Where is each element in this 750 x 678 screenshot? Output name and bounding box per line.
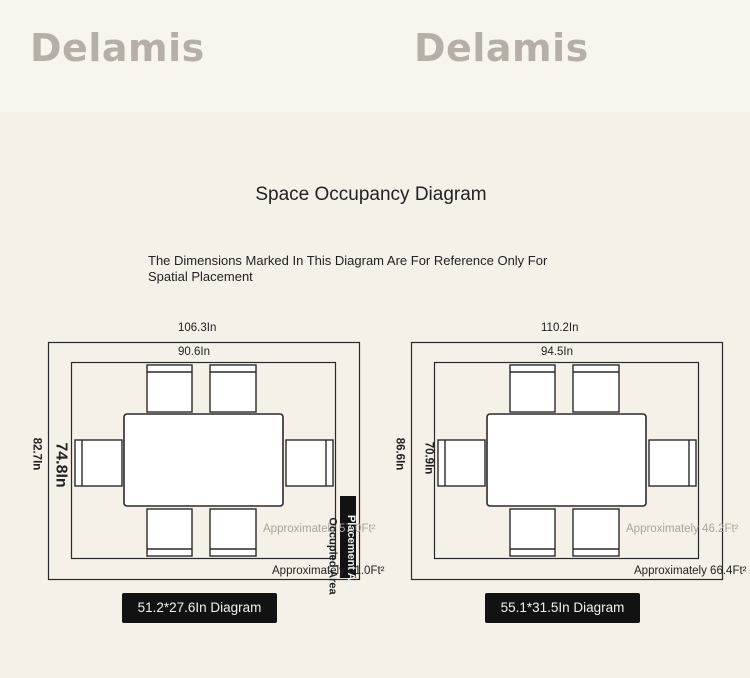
- chair-top-2: [572, 364, 620, 413]
- inner-boundary: [433, 361, 700, 560]
- header-band: [0, 0, 750, 112]
- chair-bottom-2: [209, 508, 257, 557]
- outer-area-label: Approximately 61.0Ft²: [272, 565, 385, 577]
- reference-note: The Dimensions Marked In This Diagram Ar…: [148, 253, 548, 284]
- chair-top-1: [509, 364, 556, 413]
- inner-area-label: Approximately 46.2Ft²: [626, 523, 739, 535]
- legend-swatches: [340, 496, 356, 578]
- chair-bottom-2: [572, 508, 620, 557]
- chair-left: [437, 439, 486, 487]
- outer-width-label: 110.2In: [541, 322, 579, 334]
- chair-right: [285, 439, 334, 487]
- outer-area-label: Approximately 66.4Ft²: [634, 565, 747, 577]
- outer-boundary: [410, 341, 724, 581]
- table-size-badge: 51.2*27.6In Diagram: [122, 593, 277, 623]
- dining-table: [123, 413, 284, 507]
- chair-bottom-1: [146, 508, 193, 557]
- inner-width-label: 94.5In: [541, 346, 573, 358]
- chair-top-2: [209, 364, 257, 413]
- outer-depth-label: 86.6In: [393, 437, 406, 471]
- inner-area-label: Approximately 57.0Ft²: [263, 523, 376, 535]
- inner-depth-label: 70.9In: [422, 441, 435, 475]
- outer-width-label: 106.3In: [178, 322, 217, 334]
- page-title: Space Occupancy Diagram: [255, 184, 487, 205]
- table-size-badge: 55.1*31.5In Diagram: [485, 593, 640, 623]
- inner-boundary: [70, 361, 337, 560]
- outer-boundary: [47, 341, 361, 581]
- chair-top-1: [146, 364, 193, 413]
- chair-bottom-1: [509, 508, 556, 557]
- inner-width-label: 90.6In: [178, 346, 210, 358]
- chair-left: [74, 439, 123, 487]
- dining-table: [486, 413, 647, 507]
- brand-watermark-right: Delamis: [414, 26, 589, 70]
- brand-watermark-left: Delamis: [30, 26, 205, 70]
- chair-right: [648, 439, 697, 487]
